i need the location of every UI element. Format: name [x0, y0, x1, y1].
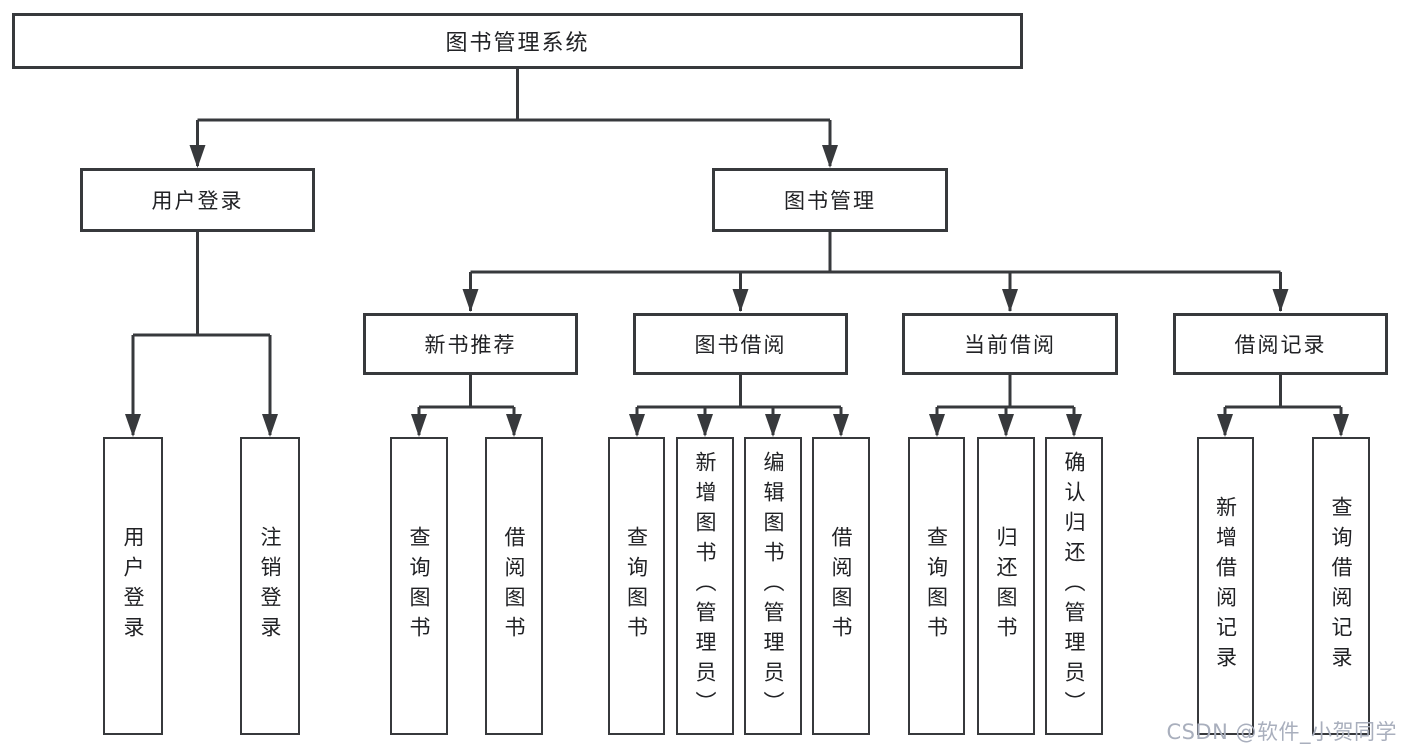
- node-current-borrowing: 当前借阅: [902, 313, 1118, 375]
- node-label: 借阅图书: [829, 526, 853, 646]
- node-logout: 注销登录: [240, 437, 300, 735]
- node-label: 查询图书: [624, 526, 649, 646]
- node-label: 新书推荐: [424, 333, 517, 357]
- node-borrow-books: 借阅图书: [812, 437, 870, 735]
- node-query-borrow-record: 查询借阅记录: [1312, 437, 1370, 735]
- node-label: 确认归还（管理员）: [1062, 451, 1086, 721]
- node-book-borrowing: 图书借阅: [633, 313, 848, 375]
- node-label: 查询借阅记录: [1329, 496, 1353, 676]
- arrowheads: [125, 145, 1349, 437]
- node-add-books-admin: 新增图书（管理员）: [676, 437, 734, 735]
- node-borrowing-records: 借阅记录: [1173, 313, 1388, 375]
- node-label: 借阅记录: [1234, 333, 1327, 357]
- node-label: 注销登录: [258, 526, 282, 646]
- node-label: 编辑图书（管理员）: [761, 451, 785, 721]
- node-label: 新增图书（管理员）: [693, 451, 717, 721]
- node-label: 新增借阅记录: [1213, 496, 1238, 676]
- node-label: 归还图书: [994, 526, 1018, 646]
- node-label: 查询图书: [407, 526, 431, 646]
- node-library-management-system: 图书管理系统: [12, 13, 1023, 69]
- watermark: CSDN @软件_小贺同学: [1166, 720, 1397, 744]
- node-label: 查询图书: [924, 526, 949, 646]
- node-query-books-borrowing: 查询图书: [608, 437, 665, 735]
- node-new-book-recommendation: 新书推荐: [363, 313, 578, 375]
- node-confirm-return-admin: 确认归还（管理员）: [1045, 437, 1103, 735]
- node-edit-books-admin: 编辑图书（管理员）: [744, 437, 802, 735]
- node-user-login: 用户登录: [103, 437, 163, 735]
- node-label: 借阅图书: [502, 526, 526, 646]
- node-query-books-recommend: 查询图书: [390, 437, 448, 735]
- node-user-login-module: 用户登录: [80, 168, 315, 232]
- node-label: 图书管理系统: [445, 31, 590, 56]
- node-book-management: 图书管理: [712, 168, 948, 232]
- node-label: 当前借阅: [964, 333, 1056, 357]
- node-borrow-books-recommend: 借阅图书: [485, 437, 543, 735]
- connector-lines: [131, 68, 1343, 435]
- node-add-borrow-record: 新增借阅记录: [1197, 437, 1254, 735]
- node-query-books-current: 查询图书: [908, 437, 965, 735]
- node-return-books: 归还图书: [977, 437, 1035, 735]
- node-label: 用户登录: [151, 189, 244, 213]
- node-label: 图书借阅: [694, 333, 787, 357]
- node-label: 用户登录: [121, 526, 145, 646]
- node-label: 图书管理: [784, 189, 876, 213]
